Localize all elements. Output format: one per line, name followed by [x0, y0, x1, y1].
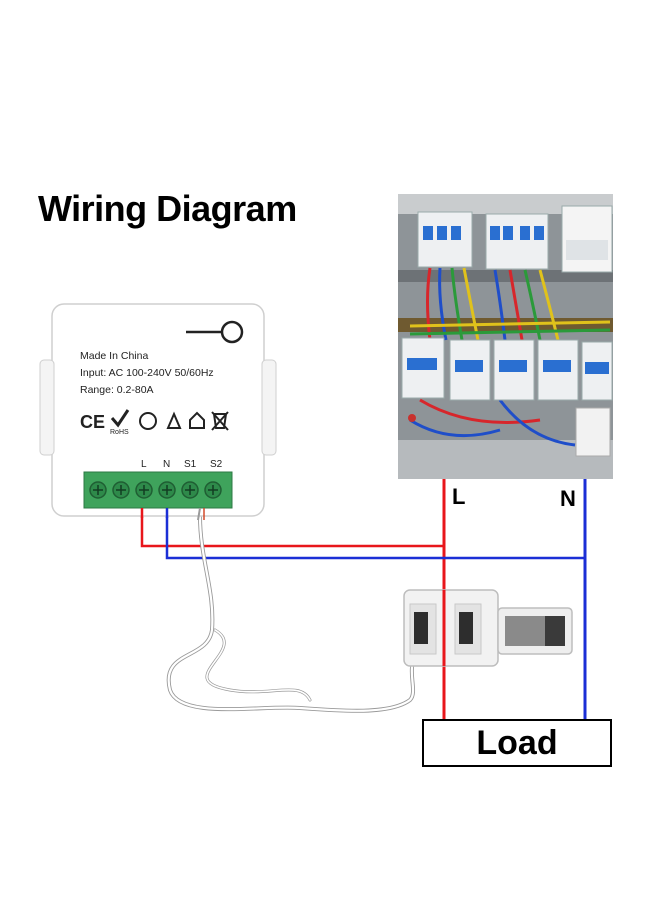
weee-bin-icon	[211, 411, 229, 431]
device-made-in: Made In China	[80, 350, 149, 362]
ct-clamp	[403, 589, 573, 667]
device-input-rating: Input: AC 100-240V 50/60Hz	[80, 367, 214, 379]
neutral-wire-to-device	[165, 516, 585, 560]
page-title: Wiring Diagram	[38, 188, 297, 229]
check-mark-icon	[110, 409, 130, 428]
certification-icons: CE RoHS	[80, 409, 229, 436]
breaker-row-top	[417, 205, 613, 273]
smart-switch-device: CE RoHS	[39, 303, 277, 521]
rohs-icon: RoHS	[110, 429, 129, 436]
panel-wires	[409, 267, 611, 447]
electrical-panel-image	[398, 194, 613, 479]
live-wire-to-device	[140, 516, 444, 548]
terminal-label-s2: S2	[210, 459, 223, 470]
load-box: Load	[422, 719, 612, 767]
neutral-line-label: N	[560, 486, 576, 511]
house-icon	[189, 411, 205, 429]
reset-button-icon	[186, 320, 244, 344]
terminal-label-s1: S1	[184, 459, 197, 470]
ce-mark-icon: CE	[80, 412, 105, 432]
device-current-range: Range: 0.2-80A	[80, 384, 154, 396]
green-dot-icon	[139, 412, 157, 430]
terminal-label-n: N	[163, 459, 171, 470]
breaker-row-bottom	[401, 337, 613, 457]
recycle-icon	[166, 411, 182, 429]
terminal-block	[83, 471, 233, 509]
terminal-label-l: L	[141, 459, 147, 470]
ct-sensor-cable	[166, 514, 427, 713]
live-line-label: L	[452, 484, 466, 509]
load-label: Load	[476, 723, 558, 762]
